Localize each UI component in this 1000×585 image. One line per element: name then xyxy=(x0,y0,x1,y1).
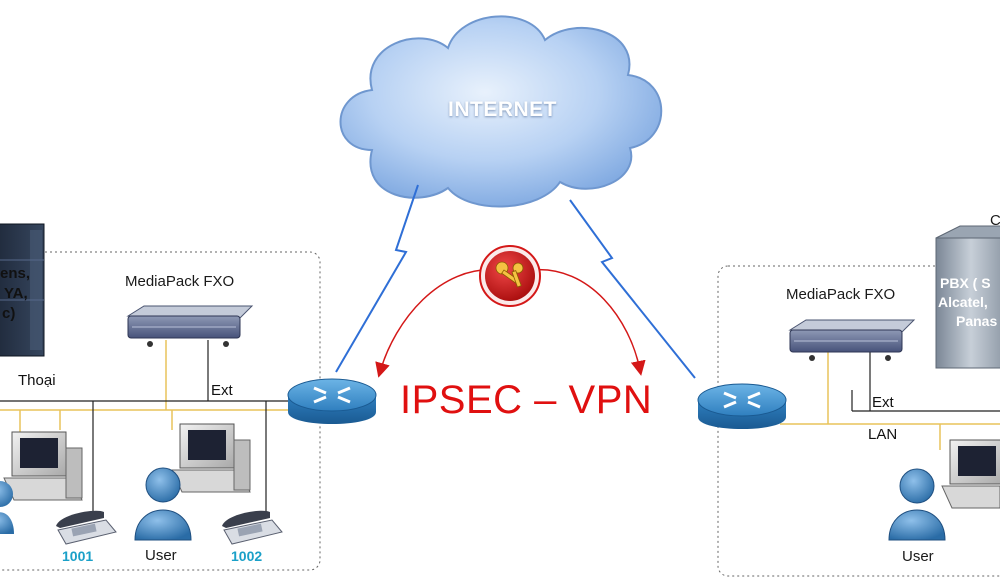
internet-label: INTERNET xyxy=(448,98,557,121)
left-ext-label: Ext xyxy=(211,382,233,399)
right-ext-label: Ext xyxy=(872,394,894,411)
right-user-label: User xyxy=(902,548,934,565)
vpn-label: IPSEC – VPN xyxy=(400,378,653,422)
router-icon xyxy=(287,378,377,424)
user-icon xyxy=(888,468,946,541)
ext-number-1002: 1002 xyxy=(231,548,263,564)
right-pbx-top-fragment: C xyxy=(990,212,1000,229)
vpn-arrow-right xyxy=(531,269,646,376)
server-icon xyxy=(0,223,45,357)
left-pbx-line-3: c) xyxy=(2,305,16,322)
phone-icon xyxy=(222,510,283,545)
computer-icon xyxy=(171,423,251,493)
left-phone-wiring xyxy=(0,340,290,515)
right-mediapack-label: MediaPack FXO xyxy=(786,286,896,303)
computer-icon xyxy=(941,439,1000,509)
router-icon xyxy=(697,383,787,429)
gateway-icon xyxy=(788,319,916,361)
right-pbx-line-3: Panas xyxy=(956,313,998,329)
server-icon xyxy=(935,225,1000,369)
user-icon xyxy=(0,481,14,534)
right-phone-wiring xyxy=(851,352,1000,412)
phone-icon xyxy=(56,510,117,545)
right-pbx-line-2: Alcatel, xyxy=(938,294,988,310)
right-pbx-line-1: PBX ( S xyxy=(940,275,991,291)
left-pbx-line-1: ens, xyxy=(0,265,31,282)
left-user-label: User xyxy=(145,547,177,564)
gateway-icon xyxy=(126,305,254,347)
left-line-label: Thoại xyxy=(18,372,56,389)
left-site-boundary xyxy=(0,251,321,571)
lightning-icon xyxy=(335,184,696,379)
ext-number-1001: 1001 xyxy=(62,548,94,564)
right-lan-label: LAN xyxy=(868,426,898,443)
vpn-arrow-left xyxy=(375,269,499,378)
cloud-icon xyxy=(339,15,663,208)
left-pbx-line-2: YA, xyxy=(4,285,28,302)
right-lan-wiring xyxy=(780,352,1000,450)
user-icon xyxy=(134,467,192,541)
computer-icon xyxy=(3,431,83,501)
left-mediapack-label: MediaPack FXO xyxy=(125,273,235,290)
key-lock-icon xyxy=(479,245,541,307)
